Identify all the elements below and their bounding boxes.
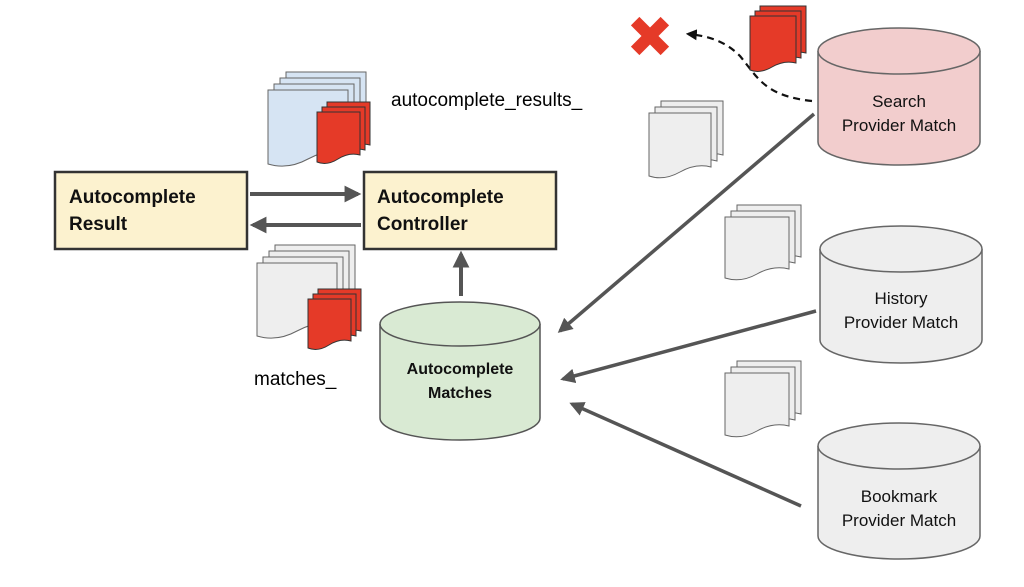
autocomplete-matches-text: Autocomplete Matches bbox=[380, 358, 540, 406]
arrow-search-to-matches bbox=[557, 112, 816, 333]
matches-db-line-2: Matches bbox=[427, 385, 493, 402]
doc-stack-rejected-red bbox=[749, 5, 807, 72]
arrow-bookmark-to-matches bbox=[569, 402, 802, 508]
autocomplete-matches-db bbox=[379, 301, 541, 441]
doc-stack-matches-red bbox=[307, 288, 362, 350]
result-line-2: Result bbox=[69, 214, 128, 235]
history-db-line-1: History bbox=[874, 289, 928, 308]
autocomplete-result-box bbox=[53, 170, 249, 251]
matches-label: matches_ bbox=[254, 369, 337, 390]
bookmark-provider-db bbox=[817, 422, 981, 560]
arrow-search-rejected bbox=[685, 29, 813, 103]
autocomplete-controller-text: Autocomplete Controller bbox=[377, 184, 504, 238]
doc-stack-bookmark bbox=[724, 360, 802, 438]
search-db-line-2: Provider Match bbox=[841, 116, 957, 135]
result-line-1: Autocomplete bbox=[69, 187, 196, 208]
matches-db-line-1: Autocomplete bbox=[406, 361, 514, 378]
bookmark-provider-text: Bookmark Provider Match bbox=[818, 485, 980, 533]
history-provider-db bbox=[819, 225, 983, 364]
bookmark-db-line-1: Bookmark bbox=[860, 487, 938, 506]
history-db-line-2: Provider Match bbox=[843, 313, 959, 332]
controller-line-1: Autocomplete bbox=[377, 187, 504, 208]
history-provider-text: History Provider Match bbox=[820, 287, 982, 335]
autocomplete-controller-box bbox=[362, 170, 558, 251]
search-provider-text: Search Provider Match bbox=[818, 90, 980, 138]
doc-stack-search bbox=[648, 100, 724, 179]
arrow-history-to-matches bbox=[560, 309, 817, 384]
bookmark-db-line-2: Provider Match bbox=[841, 511, 957, 530]
search-db-line-1: Search bbox=[872, 92, 926, 111]
controller-line-2: Controller bbox=[377, 214, 468, 235]
doc-stack-history bbox=[724, 204, 802, 281]
doc-stack-results-red bbox=[316, 101, 371, 164]
red-x-icon bbox=[630, 16, 670, 56]
autocomplete-results-label: autocomplete_results_ bbox=[391, 90, 583, 111]
autocomplete-result-text: Autocomplete Result bbox=[69, 184, 196, 238]
search-provider-db bbox=[817, 27, 981, 166]
